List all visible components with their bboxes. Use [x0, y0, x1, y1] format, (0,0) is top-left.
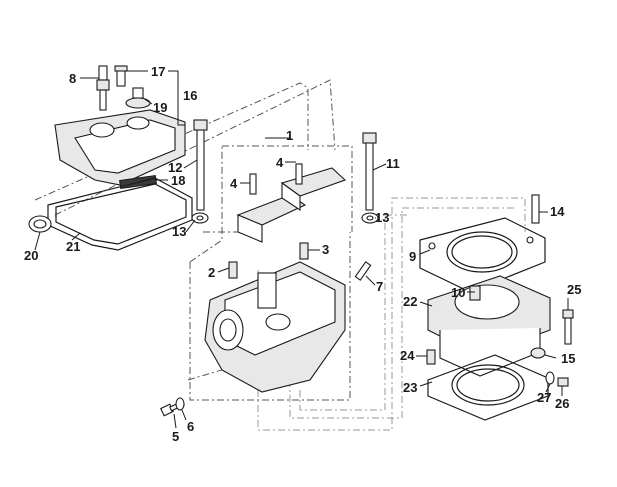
callout-19: 19 [153, 100, 167, 115]
callout-10: 10 [451, 285, 465, 300]
callout-24: 24 [400, 348, 415, 363]
stud-7 [354, 261, 372, 281]
cylinder [427, 275, 551, 377]
callout-14: 14 [550, 204, 565, 219]
dowel-24 [426, 349, 436, 365]
callout-12: 12 [168, 160, 182, 175]
valve-cover [54, 109, 186, 190]
stud-11 [362, 132, 377, 211]
cylinder-head [204, 261, 346, 393]
camshaft-caps [236, 163, 347, 243]
callout-3: 3 [322, 242, 329, 257]
callout-21: 21 [66, 239, 80, 254]
callout-25: 25 [567, 282, 581, 297]
callout-13-right: 13 [375, 210, 389, 225]
callout-18: 18 [171, 173, 185, 188]
dowel-3 [299, 242, 309, 260]
callout-4-top: 4 [276, 155, 284, 170]
washer-13-left [191, 212, 209, 224]
washer-13-right [361, 212, 379, 224]
callout-13-left: 13 [172, 224, 186, 239]
seal-ring [28, 215, 52, 233]
dowel-2 [228, 261, 238, 279]
callout-23: 23 [403, 380, 417, 395]
callout-22: 22 [403, 294, 417, 309]
callout-27: 27 [537, 390, 551, 405]
callout-16: 16 [183, 88, 197, 103]
leader-lines [34, 70, 569, 429]
washer-6 [175, 397, 185, 411]
callout-17: 17 [151, 64, 165, 79]
base-gasket [427, 354, 549, 421]
callout-26: 26 [555, 396, 569, 411]
callout-15: 15 [561, 351, 575, 366]
head-gasket [419, 217, 546, 293]
callout-labels: 8 17 16 19 18 12 13 20 21 1 4 4 2 3 7 11… [24, 64, 581, 444]
callout-20: 20 [24, 248, 38, 263]
cap-bolt [114, 65, 128, 87]
callout-11: 11 [386, 156, 400, 171]
stud-12 [193, 119, 208, 211]
nut-15 [530, 347, 546, 359]
callout-5: 5 [172, 429, 179, 444]
callout-2: 2 [208, 265, 215, 280]
filler-cap [125, 87, 151, 109]
callout-7: 7 [376, 279, 383, 294]
callout-1: 1 [286, 128, 293, 143]
spark-plug [96, 65, 110, 111]
callout-4-left: 4 [230, 176, 238, 191]
callout-9: 9 [409, 249, 416, 264]
cover-gasket [47, 177, 193, 251]
washer-27 [545, 371, 555, 385]
callout-8: 8 [69, 71, 76, 86]
bolt-25 [562, 309, 574, 345]
stud-14 [531, 194, 540, 224]
callout-6: 6 [187, 419, 194, 434]
bolt-26 [557, 377, 569, 387]
